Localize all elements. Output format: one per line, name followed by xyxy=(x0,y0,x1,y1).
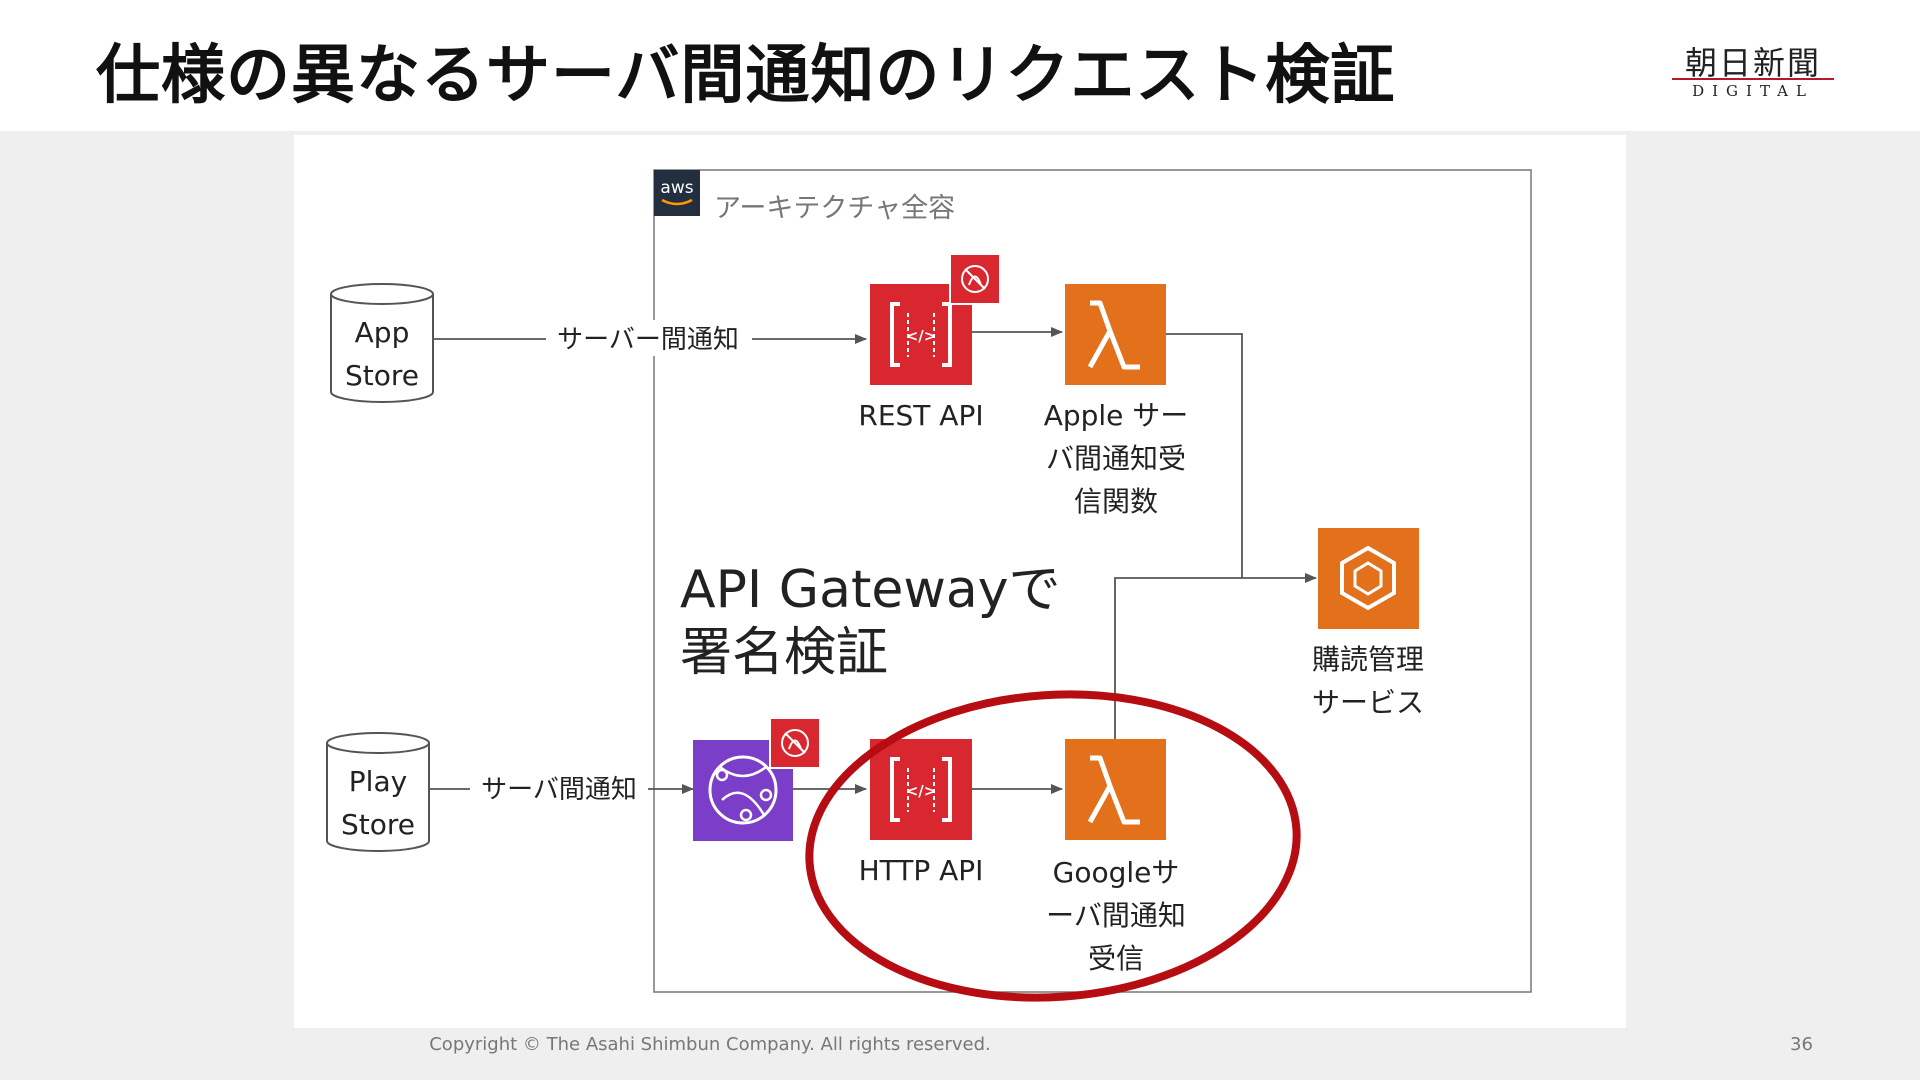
slide-title: 仕様の異なるサーバ間通知のリクエスト検証 xyxy=(96,39,1396,113)
aws-logo-text: aws xyxy=(660,178,693,198)
subscription-label-2: サービス xyxy=(1312,686,1424,719)
app-store-label-1: App xyxy=(355,316,410,349)
aws-logo: aws xyxy=(654,170,700,216)
ecs-icon xyxy=(1318,528,1419,629)
asahi-digital-logo: 朝日新聞 DIGITAL xyxy=(1668,38,1838,108)
google-fn-label-1: Googleサ xyxy=(1053,856,1180,889)
apple-lambda-icon xyxy=(1065,284,1166,385)
slide-header: 仕様の異なるサーバ間通知のリクエスト検証 朝日新聞 DIGITAL xyxy=(0,0,1920,131)
subscription-label-1: 購読管理 xyxy=(1312,643,1424,676)
page-number: 36 xyxy=(1790,1034,1813,1055)
logo-sub-text: DIGITAL xyxy=(1692,82,1814,100)
play-store-label-1: Play xyxy=(349,765,407,798)
edge-label-app: サーバー間通知 xyxy=(557,325,739,355)
waf-icon xyxy=(769,717,821,769)
google-lambda-icon xyxy=(1065,739,1166,840)
edge-apple-subscription xyxy=(1166,333,1317,583)
apple-fn-label-2: バ間通知受 xyxy=(1046,442,1186,475)
architecture-diagram: aws アーキテクチャ全容 サーバー間通知 サーバ間通知 App Store P… xyxy=(326,169,1532,1002)
waf-icon xyxy=(949,253,1001,305)
logo-main-text: 朝日新聞 xyxy=(1684,44,1821,82)
svg-text:</>: </> xyxy=(906,782,937,800)
footer-copyright: Copyright © The Asahi Shimbun Company. A… xyxy=(429,1034,991,1055)
app-store-label-2: Store xyxy=(345,359,419,392)
logo-underline xyxy=(1672,78,1834,80)
apple-fn-label-1: Apple サー xyxy=(1044,399,1189,432)
google-fn-label-2: ーバ間通知 xyxy=(1046,899,1186,932)
edge-label-play: サーバ間通知 xyxy=(481,775,637,805)
play-store-database: Play Store xyxy=(326,732,430,852)
http-api-gateway-icon: </> xyxy=(870,739,972,840)
http-api-label: HTTP API xyxy=(859,854,984,887)
play-store-label-2: Store xyxy=(341,808,415,841)
rest-api-label: REST API xyxy=(858,399,983,432)
app-store-database: App Store xyxy=(330,283,434,403)
callout-line-1: API Gatewayで xyxy=(680,560,1061,620)
group-label: アーキテクチャ全容 xyxy=(714,193,955,224)
apple-fn-label-3: 信関数 xyxy=(1074,485,1158,518)
google-fn-label-3: 受信 xyxy=(1088,942,1144,975)
diagram-card: aws アーキテクチャ全容 サーバー間通知 サーバ間通知 App Store P… xyxy=(294,135,1626,1028)
edge-google-subscription xyxy=(1114,577,1242,740)
highlight-ellipse xyxy=(805,690,1301,1002)
callout-line-2: 署名検証 xyxy=(680,623,888,683)
svg-text:</>: </> xyxy=(906,327,937,345)
